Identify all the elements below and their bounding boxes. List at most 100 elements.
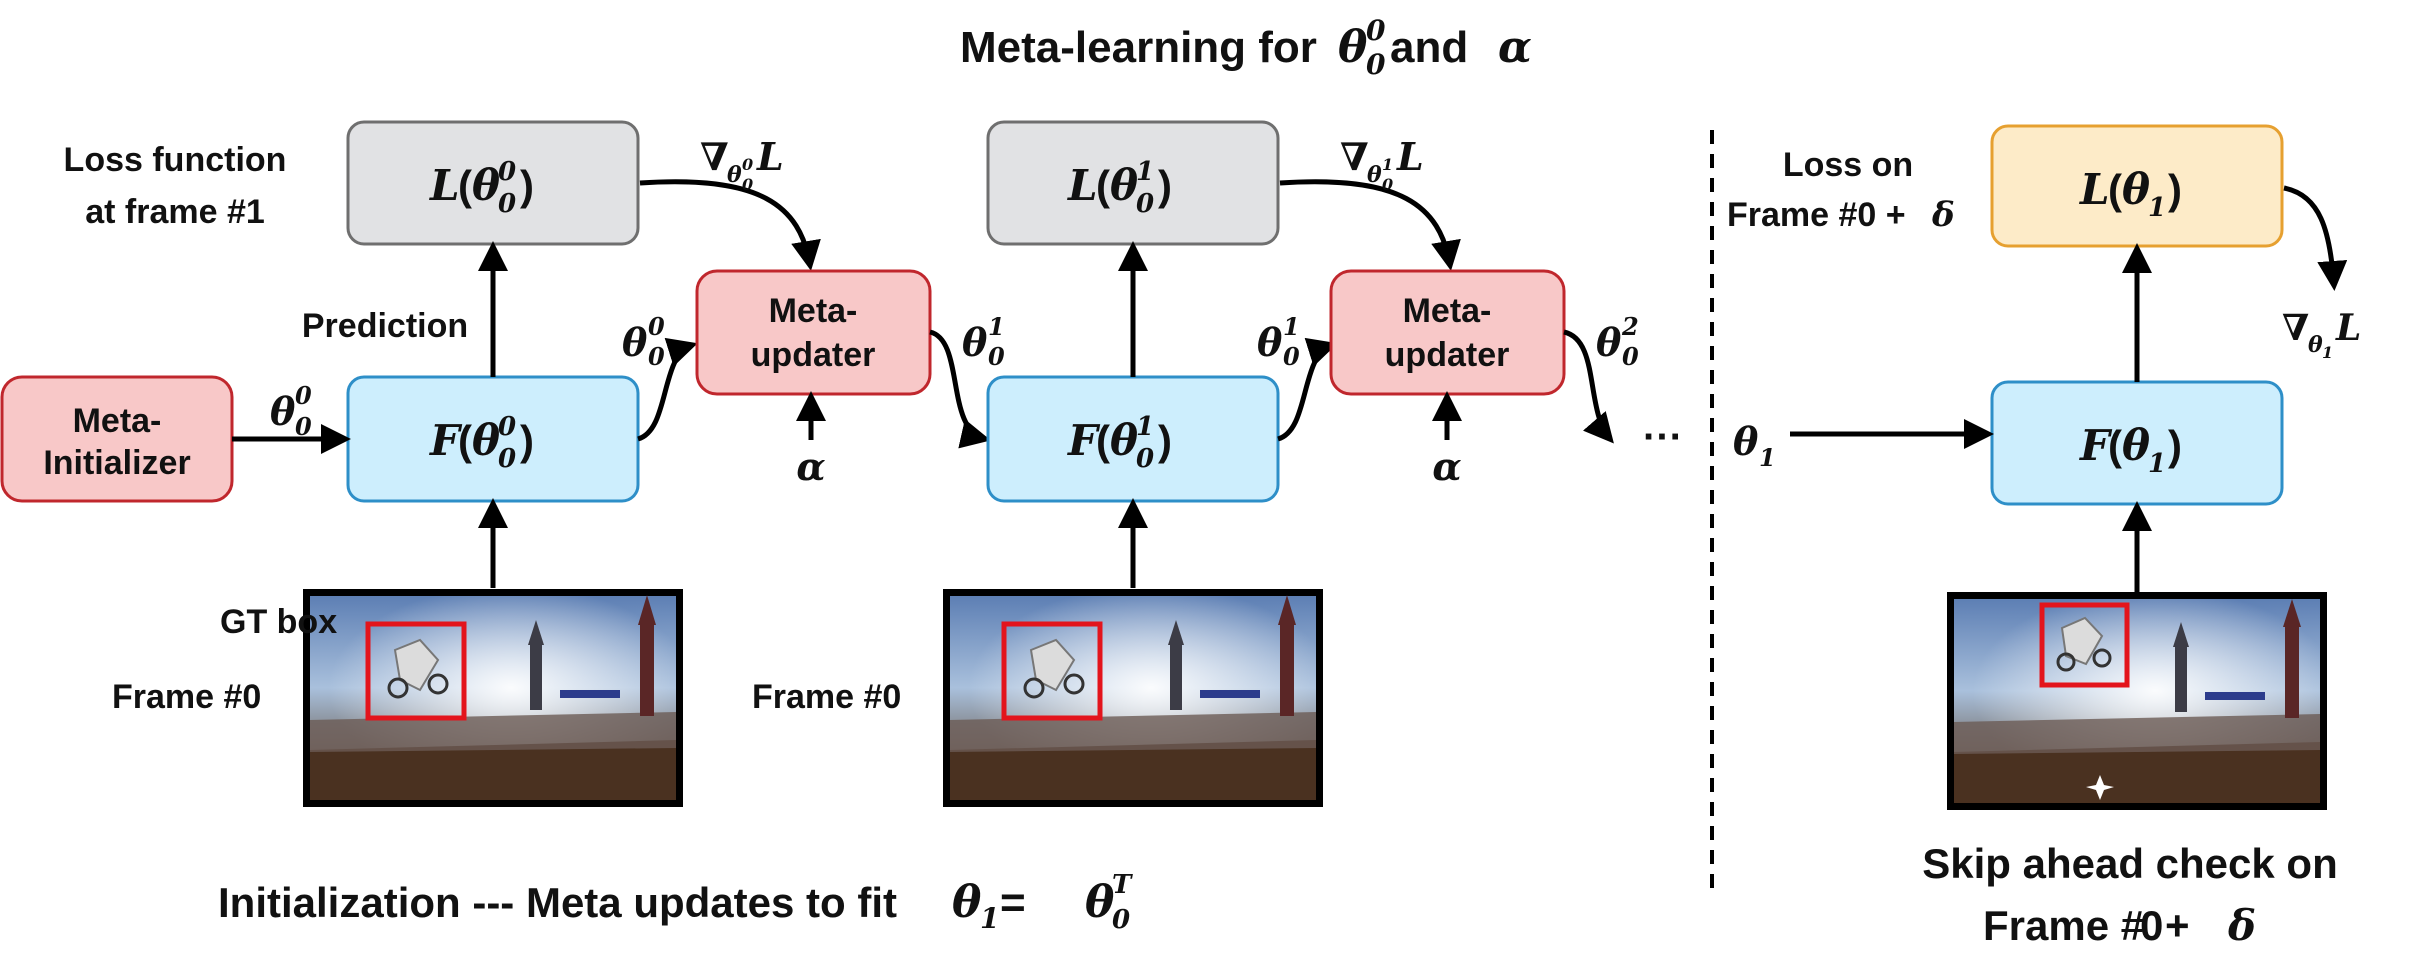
svg-text:): ) bbox=[1158, 417, 1172, 464]
skip-ahead-label-2: Frame # 0 + δ bbox=[1983, 901, 2256, 950]
bottom-caption-left: Initialization --- Meta updates to fit θ… bbox=[218, 870, 1133, 935]
svg-text:L: L bbox=[429, 161, 460, 210]
svg-text:∇: ∇ bbox=[700, 134, 729, 179]
gradient-label-3: ∇ θ 1 L bbox=[2282, 307, 2361, 362]
meta-updater-node-1: Meta- updater bbox=[695, 269, 932, 396]
svg-text:Initialization --- Meta update: Initialization --- Meta updates to fit bbox=[218, 879, 897, 926]
svg-text:1: 1 bbox=[1283, 312, 1300, 341]
theta1-input-label: θ 1 bbox=[1733, 419, 1776, 472]
skip-ahead-label-1: Skip ahead check on bbox=[1922, 840, 2338, 887]
forward-node-1: F ( θ 0 0 ) bbox=[346, 375, 640, 503]
svg-text:0: 0 bbox=[498, 189, 516, 219]
edge-metaupdater2-label: θ 2 0 bbox=[1596, 312, 1639, 371]
svg-text:+: + bbox=[2165, 902, 2190, 949]
svg-text:Frame #0 +: Frame #0 + bbox=[1727, 196, 1906, 234]
svg-text:Initializer: Initializer bbox=[43, 444, 190, 482]
svg-text:θ: θ bbox=[1085, 877, 1115, 928]
svg-text:θ: θ bbox=[1257, 320, 1283, 365]
svg-text:0: 0 bbox=[295, 412, 312, 441]
svg-text:1: 1 bbox=[2148, 449, 2166, 479]
svg-text:0: 0 bbox=[1283, 342, 1300, 371]
svg-text:0: 0 bbox=[1366, 48, 1386, 81]
svg-text:Meta-: Meta- bbox=[73, 402, 162, 440]
svg-text:L: L bbox=[1396, 134, 1424, 179]
edge-loss1-to-metaupdater1 bbox=[639, 179, 821, 271]
svg-text:updater: updater bbox=[751, 336, 876, 374]
frame0-label-2: Frame #0 bbox=[752, 678, 901, 716]
edge-metaupdater2-to-ellipsis bbox=[1563, 329, 1614, 444]
svg-text:0: 0 bbox=[498, 412, 516, 442]
frame-image-1 bbox=[303, 589, 683, 807]
loss-node-1: L ( θ 0 0 ) bbox=[346, 120, 640, 246]
edge-metaupdater1-label: θ 1 0 bbox=[962, 312, 1005, 371]
svg-text:): ) bbox=[1158, 162, 1172, 209]
frame-image-2 bbox=[943, 589, 1323, 807]
svg-text:(: ( bbox=[2108, 422, 2122, 469]
edge-init-label: θ 0 0 bbox=[270, 381, 312, 441]
svg-text:θ: θ bbox=[962, 320, 988, 365]
edge-forward1-to-metaupdater1 bbox=[636, 337, 698, 442]
svg-text:θ: θ bbox=[2122, 421, 2150, 470]
loss-node-3: L ( θ 1 ) bbox=[1990, 124, 2284, 248]
svg-text:Meta-: Meta- bbox=[769, 292, 858, 330]
forward-node-2: F ( θ 1 0 ) bbox=[986, 375, 1280, 503]
svg-text:1: 1 bbox=[1382, 155, 1393, 174]
svg-text:F: F bbox=[1067, 416, 1101, 465]
svg-text:0: 0 bbox=[1136, 444, 1154, 474]
gt-box-label: GT box bbox=[220, 603, 337, 641]
loss-on-label-2: Frame #0 + δ bbox=[1727, 195, 1955, 235]
loss-node-2: L ( θ 1 0 ) bbox=[986, 120, 1280, 246]
svg-text:θ: θ bbox=[1338, 22, 1368, 73]
loss-function-label-2: at frame #1 bbox=[85, 193, 265, 231]
edge-forward2-to-metaupdater2 bbox=[1276, 337, 1338, 442]
svg-text:δ: δ bbox=[2227, 901, 2256, 950]
svg-text:): ) bbox=[2168, 422, 2182, 469]
alpha-label-1: α bbox=[796, 444, 825, 489]
svg-text:L: L bbox=[1067, 161, 1098, 210]
edge-metaupdater1-to-forward2 bbox=[929, 329, 991, 449]
svg-text:1: 1 bbox=[1136, 412, 1154, 442]
svg-text:θ: θ bbox=[2308, 332, 2323, 358]
svg-text:θ: θ bbox=[1367, 162, 1382, 188]
loss-on-label-1: Loss on bbox=[1783, 146, 1913, 184]
svg-text:∇: ∇ bbox=[2282, 307, 2309, 349]
svg-text:2: 2 bbox=[1621, 312, 1639, 341]
svg-text:1: 1 bbox=[2148, 193, 2166, 223]
svg-text:θ: θ bbox=[1110, 416, 1138, 465]
svg-text:1: 1 bbox=[1759, 443, 1776, 472]
svg-text:(: ( bbox=[458, 162, 472, 209]
svg-text:(: ( bbox=[2108, 166, 2122, 213]
svg-text:0: 0 bbox=[742, 155, 753, 174]
svg-text:F: F bbox=[2079, 421, 2113, 470]
svg-text:∇: ∇ bbox=[1340, 134, 1369, 179]
svg-text:Meta-: Meta- bbox=[1403, 292, 1492, 330]
frame-image-3 bbox=[1947, 592, 2327, 810]
svg-text:): ) bbox=[520, 162, 534, 209]
svg-text:T: T bbox=[1112, 870, 1133, 900]
svg-text:0: 0 bbox=[2140, 902, 2163, 949]
svg-text:0: 0 bbox=[498, 444, 516, 474]
svg-text:δ: δ bbox=[1931, 195, 1955, 235]
forward-node-3: F ( θ 1 ) bbox=[1990, 380, 2284, 506]
svg-text:1: 1 bbox=[988, 312, 1005, 341]
svg-text:(: ( bbox=[1096, 417, 1110, 464]
meta-initializer-node: Meta- Initializer bbox=[0, 375, 234, 503]
svg-text:0: 0 bbox=[1622, 342, 1639, 371]
svg-text:θ: θ bbox=[270, 389, 296, 434]
svg-text:0: 0 bbox=[648, 312, 665, 341]
svg-text:θ: θ bbox=[1733, 419, 1759, 464]
svg-text:): ) bbox=[520, 417, 534, 464]
edge-forward1-label: θ 0 0 bbox=[622, 312, 665, 371]
svg-text:1: 1 bbox=[1136, 157, 1154, 187]
svg-text:=: = bbox=[1000, 878, 1026, 927]
svg-text:): ) bbox=[2168, 166, 2182, 213]
alpha-label-2: α bbox=[1432, 444, 1461, 489]
svg-text:θ: θ bbox=[622, 320, 648, 365]
svg-text:α: α bbox=[1498, 22, 1532, 73]
svg-text:0: 0 bbox=[1366, 14, 1386, 47]
svg-text:0: 0 bbox=[498, 157, 516, 187]
svg-text:θ: θ bbox=[727, 162, 742, 188]
diagram-title: Meta-learning for θ 0 0 and α bbox=[960, 14, 1532, 81]
ellipsis: ··· bbox=[1643, 415, 1683, 459]
